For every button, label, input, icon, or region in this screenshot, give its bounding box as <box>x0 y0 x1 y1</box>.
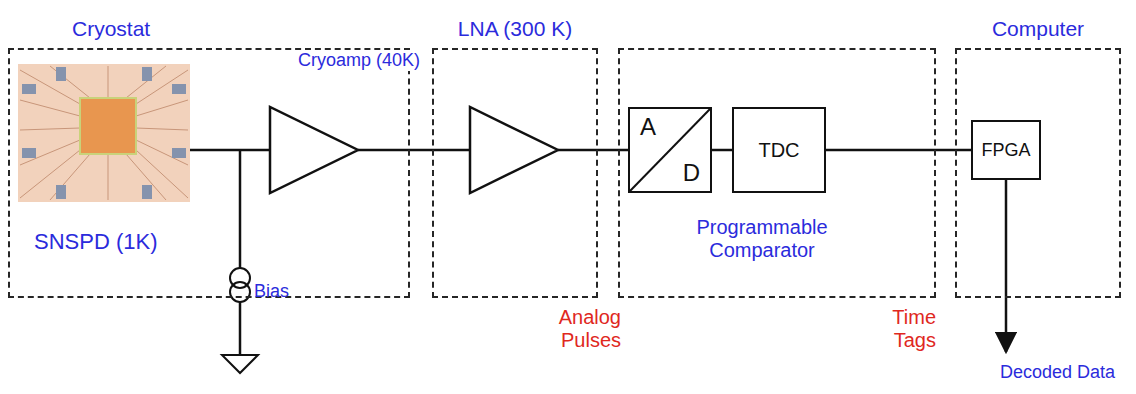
signal-wire <box>358 149 470 152</box>
block-label: FPGA <box>981 140 1030 161</box>
ground-wire <box>239 302 242 355</box>
chip-fanout <box>20 66 188 200</box>
signal-connector <box>712 149 732 152</box>
dashed-enclosure: LNA (300 K) <box>432 48 598 298</box>
dashed-enclosure: ComputerFPGA <box>955 48 1121 298</box>
fanout-line <box>50 154 90 200</box>
fanout-line <box>20 140 80 165</box>
text-holder: D <box>683 159 700 187</box>
snspd-chip <box>18 64 190 202</box>
bond-pad <box>56 67 66 81</box>
bond-pad <box>142 67 152 81</box>
text-holder: LNA (300 K) <box>394 17 636 41</box>
dashed-enclosure: Cryostat <box>8 48 410 298</box>
ground-symbol <box>222 355 258 373</box>
component-label: Bias <box>254 281 289 302</box>
group-heading: LNA (300 K) <box>458 17 572 41</box>
amplifier-symbol <box>470 107 558 193</box>
label-holder: SNSPD (1K) <box>34 229 157 254</box>
text-holder: Programmable Comparator <box>672 216 852 262</box>
label-holder: Cryoamp (40K) <box>296 50 422 71</box>
group-heading: Cryostat <box>72 17 150 41</box>
current-source-symbol <box>230 282 250 302</box>
group-heading: Computer <box>992 17 1084 41</box>
bond-pad <box>22 148 36 158</box>
adc-box: AD <box>628 107 712 193</box>
bond-pad <box>172 148 186 158</box>
fanout-line <box>126 66 166 98</box>
detector-area <box>80 98 136 154</box>
component-label: SNSPD (1K) <box>34 229 157 254</box>
adc-letter: D <box>683 159 700 187</box>
chip-pads <box>22 67 186 199</box>
signal-wires <box>190 150 1006 355</box>
text-holder: Computer <box>917 17 1136 41</box>
output-label: Decoded Data <box>1000 362 1115 383</box>
tdc-box: TDC <box>732 107 826 193</box>
adc-divider-line <box>630 109 710 191</box>
signal-connector <box>826 149 971 152</box>
label-holder: Bias <box>254 281 289 302</box>
fanout-line <box>126 154 166 200</box>
signal-label: Time Tags <box>874 306 936 352</box>
component-label: Cryoamp (40K) <box>296 50 422 71</box>
bond-pad <box>56 185 66 199</box>
fanout-line <box>20 128 80 130</box>
bond-pad <box>142 185 152 199</box>
fanout-line <box>108 154 109 200</box>
amplifier-symbol <box>270 107 358 193</box>
text-holder: FPGA <box>973 122 1039 178</box>
text-holder: TDC <box>734 109 824 191</box>
text-holder: A <box>640 113 656 141</box>
signal-wire <box>190 149 270 152</box>
fanout-line <box>20 70 80 104</box>
fanout-line <box>136 140 188 165</box>
label-holder: Time Tags <box>874 306 936 352</box>
chip-substrate <box>18 64 190 202</box>
label-holder: Analog Pulses <box>545 306 621 352</box>
group-heading: Programmable Comparator <box>672 216 852 262</box>
bond-pad <box>22 84 36 94</box>
fanout-line <box>136 100 188 116</box>
fanout-line <box>50 66 90 98</box>
fanout-line <box>136 128 188 130</box>
bias-wire <box>239 150 242 268</box>
adc-letter: A <box>640 113 656 141</box>
label-holder: Decoded Data <box>1000 362 1115 383</box>
signal-label: Analog Pulses <box>545 306 621 352</box>
text-holder: Cryostat <box>72 17 150 41</box>
bond-pad <box>172 84 186 94</box>
output-arrow <box>1005 180 1008 352</box>
fpga-box: FPGA <box>971 120 1041 180</box>
fanout-line <box>20 100 80 116</box>
block-label: TDC <box>758 139 799 162</box>
dashed-enclosure: Programmable Comparator AD TDC <box>618 48 936 298</box>
fanout-line <box>108 66 109 98</box>
